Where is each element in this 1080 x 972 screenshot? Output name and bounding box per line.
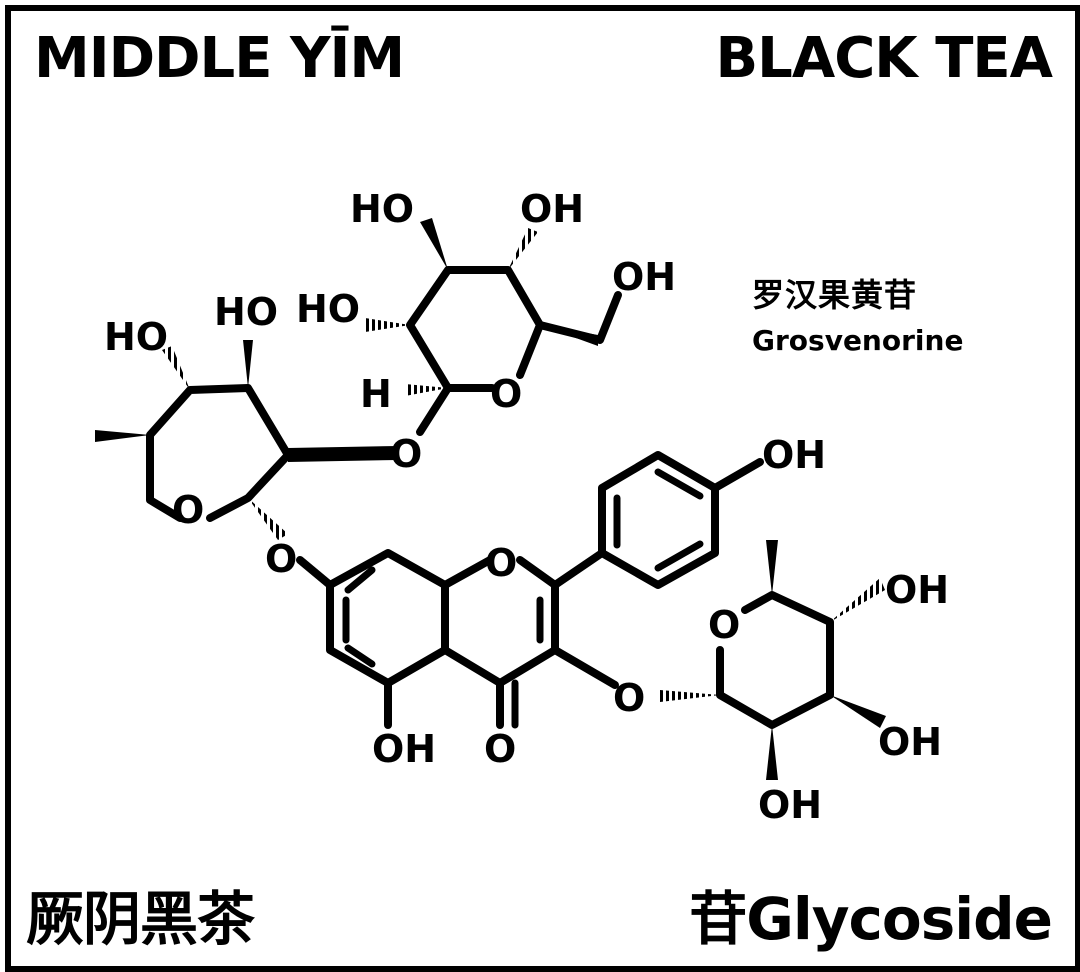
hashed-bonds [162, 228, 885, 702]
atom-label: OH [612, 255, 676, 299]
wedge-bonds [95, 218, 886, 780]
atom-label: OH [520, 187, 584, 231]
atom-label: OH [878, 720, 942, 764]
atom-label: O [265, 537, 297, 581]
single-bonds [146, 266, 834, 729]
brand-title: MIDDLE YĪM [34, 26, 405, 91]
atom-label: O [172, 488, 204, 532]
atom-label: OH [762, 433, 826, 477]
diagram-frame [5, 5, 1080, 972]
atom-label: O [708, 603, 740, 647]
chinese-title: 厥阴黑茶 [26, 885, 255, 953]
atom-label: O [484, 727, 516, 771]
atom-labels: HO OH OH HO HO HO H O O O O O OH O OH O … [104, 187, 949, 827]
double-bonds [342, 468, 704, 729]
compound-name-english: Grosvenorine [752, 324, 964, 357]
atom-label: O [613, 676, 645, 720]
atom-label: O [390, 432, 422, 476]
atom-label: OH [372, 727, 436, 771]
atom-label: HO [104, 315, 168, 359]
atom-label: O [485, 541, 517, 585]
atom-label: H [360, 372, 392, 416]
glycoside-title: 苷Glycoside [689, 885, 1053, 953]
category-title: BLACK TEA [715, 26, 1053, 91]
atom-label: O [490, 372, 522, 416]
compound-name-chinese: 罗汉果黄苷 [752, 276, 918, 314]
atom-label: HO [350, 187, 414, 231]
atom-label: HO [296, 287, 360, 331]
atom-label: OH [758, 783, 822, 827]
atom-label: HO [214, 290, 278, 334]
atom-label: OH [885, 568, 949, 612]
